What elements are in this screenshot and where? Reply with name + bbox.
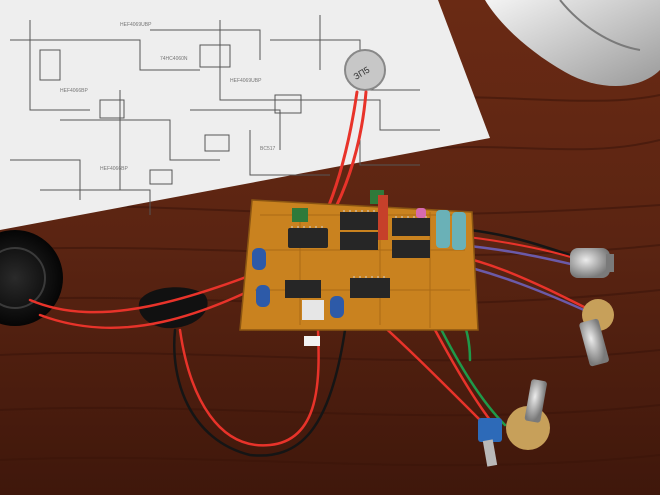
capacitor-green-1 (292, 208, 308, 222)
capacitor-teal-1 (436, 210, 450, 248)
ic-chips (285, 212, 430, 298)
ic-5 (392, 240, 430, 258)
black-connector (138, 287, 208, 329)
svg-text:74HC4060N: 74HC4060N (160, 56, 188, 62)
toggle-switch (478, 418, 502, 467)
led-white (304, 336, 320, 346)
speaker (0, 230, 63, 326)
svg-text:HEF4066BP: HEF4066BP (100, 166, 128, 172)
schematic-lines (10, 15, 440, 215)
trimmer-white (302, 300, 324, 320)
ic-1 (288, 228, 328, 248)
potentiometer-1 (570, 248, 614, 278)
ic-6 (350, 278, 390, 298)
piezo-buzzer: ЗП5 (344, 49, 386, 91)
svg-text:HEF4066BP: HEF4066BP (60, 88, 88, 94)
schematic-text: HEF4069UBP 74HC4060N HEF4069UBP HEF4066B… (60, 22, 276, 172)
svg-text:HEF4069UBP: HEF4069UBP (230, 78, 262, 84)
capacitor-blue-3 (330, 296, 344, 318)
svg-text:HEF4069UBP: HEF4069UBP (120, 22, 152, 28)
ic-7 (285, 280, 321, 298)
potentiometer-2 (579, 299, 614, 367)
ic-pins (291, 210, 427, 278)
potentiometer-3 (506, 379, 550, 450)
capacitor-pink (416, 208, 426, 218)
ic-2 (340, 212, 378, 230)
capacitor-blue-2 (256, 285, 270, 307)
ic-4 (392, 218, 430, 236)
capacitors (252, 190, 466, 346)
ic-3 (340, 232, 378, 250)
capacitor-teal-2 (452, 212, 466, 250)
capacitor-red (378, 195, 388, 240)
computer-mouse (485, 0, 660, 87)
svg-text:BC517: BC517 (260, 146, 276, 152)
capacitor-blue-1 (252, 248, 266, 270)
